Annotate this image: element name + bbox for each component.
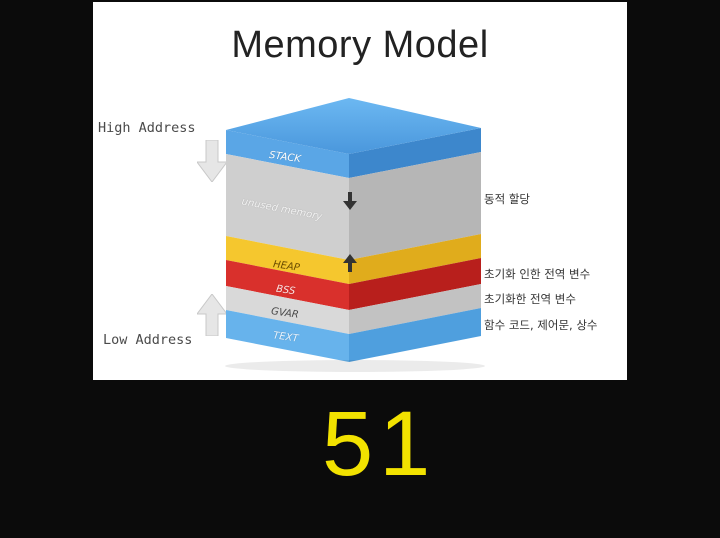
up-arrow-icon — [197, 294, 227, 336]
cube-top — [226, 98, 481, 154]
stack-layer — [226, 130, 349, 178]
heap-layer — [226, 236, 349, 284]
low-address-label: Low Address — [103, 332, 193, 348]
stack-side — [349, 128, 481, 178]
diagram-title: Memory Model — [231, 24, 489, 66]
text-side — [349, 308, 481, 362]
heap-side — [349, 234, 481, 284]
dynamic-allocation-note: 동적 할당 — [484, 192, 530, 206]
page-number: 51 — [322, 393, 437, 495]
gvar-layer — [226, 286, 349, 334]
bss-layer — [226, 260, 349, 310]
gvar-side — [349, 284, 481, 334]
memory-model-panel: Memory Model High Address Low Address — [93, 2, 627, 380]
bss-side — [349, 258, 481, 310]
unused-side — [349, 152, 481, 260]
initialized-global-note: 초기화 인한 전역 변수 — [484, 267, 591, 281]
dynamic-up-arrow-icon — [343, 254, 357, 272]
uninitialized-global-note: 초기화한 전역 변수 — [484, 292, 576, 306]
down-arrow-icon — [197, 140, 227, 182]
dynamic-down-arrow-icon — [343, 192, 357, 210]
code-note: 함수 코드, 제어문, 상수 — [484, 318, 598, 332]
memory-cube — [225, 98, 485, 372]
unused-layer — [226, 154, 349, 260]
text-layer — [226, 310, 349, 362]
high-address-label: High Address — [98, 120, 196, 136]
